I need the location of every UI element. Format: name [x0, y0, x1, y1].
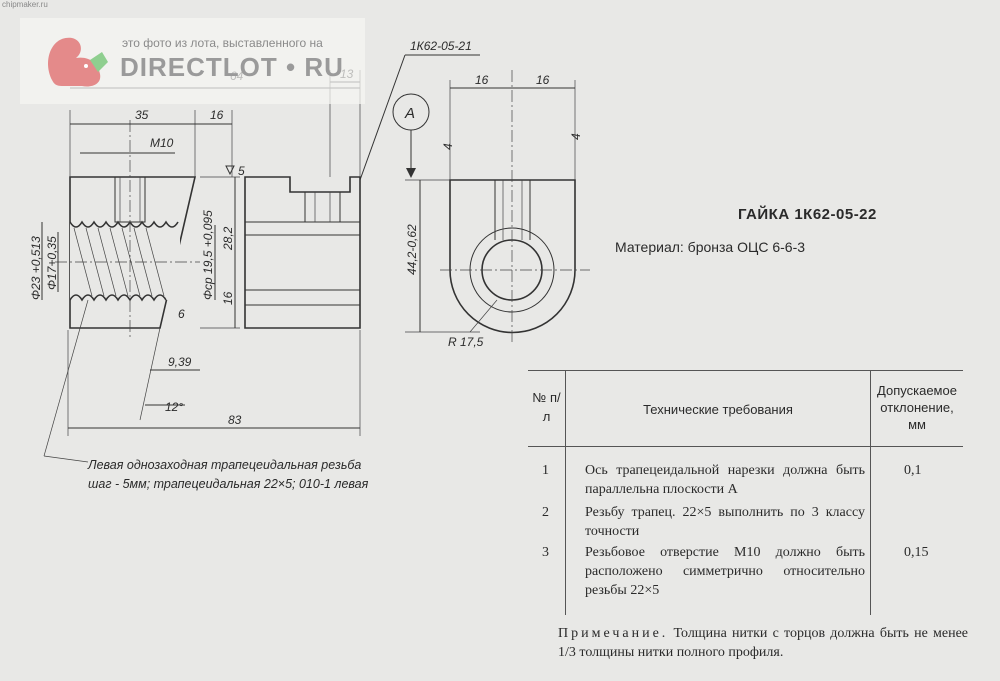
dim-16-end-right: 16 [536, 73, 550, 87]
dim-9-39: 9,39 [168, 355, 192, 369]
site-tag: chipmaker.ru [2, 0, 48, 9]
end-view: 16 16 4 4 A 44,2-0,62 R 17,5 [392, 70, 590, 349]
dim-6: 6 [178, 307, 185, 321]
datum-a-label: A [404, 105, 415, 122]
section-view: 35 16 M10 64 13 Φ23 +0,513 Φ17+0,35 28,2… [29, 67, 361, 463]
row-1-num: 1 [542, 463, 549, 478]
material-spec: Материал: бронза ОЦС 6-6-3 [615, 239, 806, 255]
row-3-num: 3 [542, 545, 549, 560]
dim-4-left: 4 [441, 143, 455, 150]
requirements-table: № п/ л Технические требования Допускаемо… [528, 370, 963, 615]
dim-m10: M10 [150, 136, 174, 150]
side-view: 1К62-05-21 [244, 39, 480, 329]
dim-phi17: Φ17+0,35 [45, 236, 59, 290]
row-2-num: 2 [542, 505, 549, 520]
row-2-text: Резьбу трапец. 22×5 выполнить по 3 класс… [585, 505, 865, 539]
header-tolerance: Допускаемое отклонение, мм [877, 383, 957, 432]
watermark-brand: DIRECTLOT • RU [120, 52, 344, 82]
thread-annotation-line1: Левая однозаходная трапецеидальная резьб… [88, 458, 362, 472]
note: Примечание. Толщина нитки с торцов должн… [558, 624, 968, 662]
thread-annotation-line2: шаг - 5мм; трапецеидальная 22×5; 010-1 л… [88, 477, 369, 491]
dim-83: 83 [228, 413, 242, 427]
row-1-text: Ось трапецеидальной нарезки должна быть … [585, 463, 865, 497]
dim-r17-5: R 17,5 [448, 335, 484, 349]
dim-12deg: 12° [165, 400, 183, 414]
row-1-tol: 0,1 [904, 463, 922, 478]
dim-phi23: Φ23 +0,513 [29, 236, 43, 300]
note-text: Толщина нитки с торцов должна быть не ме… [558, 626, 968, 660]
header-requirements: Технические требования [643, 402, 793, 417]
dim-4-right: 4 [569, 133, 583, 140]
watermark [20, 18, 365, 104]
dim-28-2: 28,2 [221, 226, 235, 251]
dim-44-2: 44,2-0,62 [405, 224, 419, 275]
dim-5: 5 [238, 164, 245, 178]
part-title: ГАЙКА 1К62-05-22 [738, 206, 877, 223]
squirrel-logo-icon [48, 37, 108, 87]
dim-phi-sr: Φср 19,5 +0,095 [201, 210, 215, 300]
row-3-tol: 0,15 [904, 545, 929, 560]
row-3-text: Резьбовое отверстие М10 должно быть расп… [585, 545, 865, 598]
header-num: № п/ л [532, 390, 561, 424]
ref-code: 1К62-05-21 [410, 39, 472, 53]
thread-annotation: Левая однозаходная трапецеидальная резьб… [88, 456, 368, 494]
note-label: Примечание. [558, 626, 669, 641]
watermark-caption: это фото из лота, выставленного на [122, 36, 323, 50]
dim-35: 35 [135, 108, 149, 122]
dim-16-end-left: 16 [475, 73, 489, 87]
dim-16-top: 16 [210, 108, 224, 122]
dim-16-right: 16 [221, 291, 235, 305]
